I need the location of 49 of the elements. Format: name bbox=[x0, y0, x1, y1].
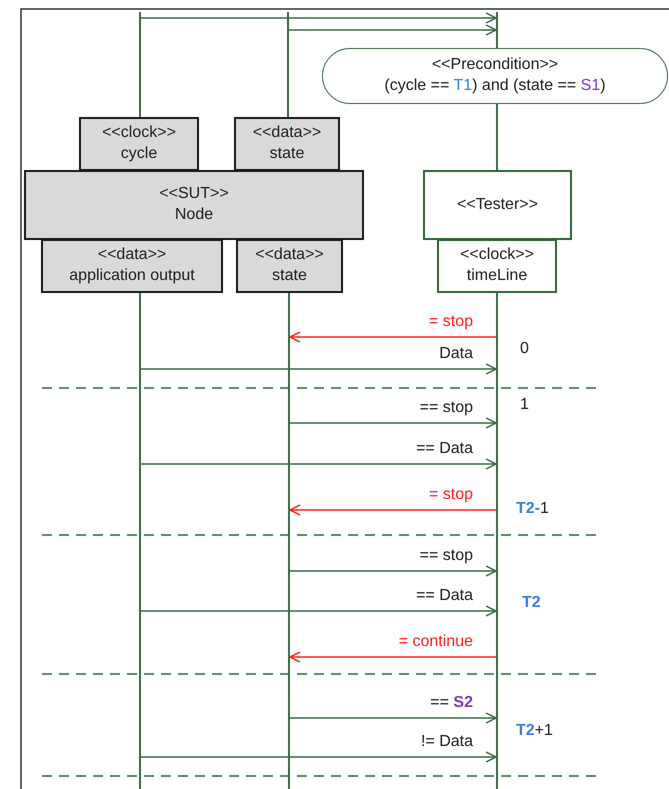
lifeline bbox=[139, 293, 141, 789]
message-arrow bbox=[290, 417, 497, 429]
message-arrow bbox=[289, 651, 496, 663]
name-label: (cycle == T1) and (state == S1) bbox=[384, 76, 606, 96]
edge-label: = stop bbox=[428, 486, 474, 504]
lifeline bbox=[496, 293, 498, 789]
time-label: T2+1 bbox=[516, 722, 553, 740]
message-arrow bbox=[141, 363, 497, 375]
name-label: application output bbox=[69, 266, 195, 286]
edge-label: == stop bbox=[418, 399, 474, 418]
name-label: cycle bbox=[120, 144, 158, 164]
message-arrow bbox=[141, 605, 497, 617]
time-label: T2-1 bbox=[516, 500, 549, 518]
stereotype-label: <<Precondition>> bbox=[432, 55, 558, 76]
name-label: <<Tester>> bbox=[457, 194, 538, 215]
edge-label: = stop bbox=[428, 313, 474, 332]
name-label: state bbox=[270, 144, 304, 164]
message-arrow bbox=[141, 458, 497, 470]
message-arrow bbox=[141, 751, 497, 763]
message-arrow bbox=[289, 331, 496, 343]
time-label: 1 bbox=[520, 396, 529, 414]
name-label: Node bbox=[174, 205, 214, 225]
class-box bbox=[437, 239, 557, 293]
time-label: T2 bbox=[522, 594, 541, 612]
stereotype-label: <<clock>> bbox=[102, 123, 176, 144]
message-arrow bbox=[290, 565, 497, 577]
class-box bbox=[24, 170, 364, 240]
class-box bbox=[234, 117, 340, 171]
lifeline bbox=[287, 12, 289, 117]
name-label: timeLine bbox=[466, 266, 528, 286]
class-box bbox=[236, 239, 343, 293]
stereotype-label: <<data>> bbox=[98, 245, 166, 266]
time-label: 0 bbox=[520, 340, 529, 358]
lifeline bbox=[139, 12, 141, 117]
name-label: state bbox=[272, 266, 307, 286]
stereotype-label: <<SUT>> bbox=[159, 184, 229, 204]
edge-label: == stop bbox=[418, 547, 474, 566]
class-box bbox=[79, 117, 199, 171]
message-arrow bbox=[289, 24, 497, 36]
class-box bbox=[41, 239, 223, 293]
lifeline bbox=[496, 12, 498, 170]
class-box bbox=[423, 170, 572, 240]
lifeline bbox=[288, 293, 290, 789]
stereotype-label: <<clock>> bbox=[460, 245, 534, 266]
message-arrow bbox=[141, 12, 497, 24]
stereotype-label: <<data>> bbox=[252, 123, 322, 144]
stereotype-label: <<data>> bbox=[255, 245, 324, 266]
message-arrow bbox=[289, 504, 496, 516]
message-arrow bbox=[290, 712, 497, 724]
